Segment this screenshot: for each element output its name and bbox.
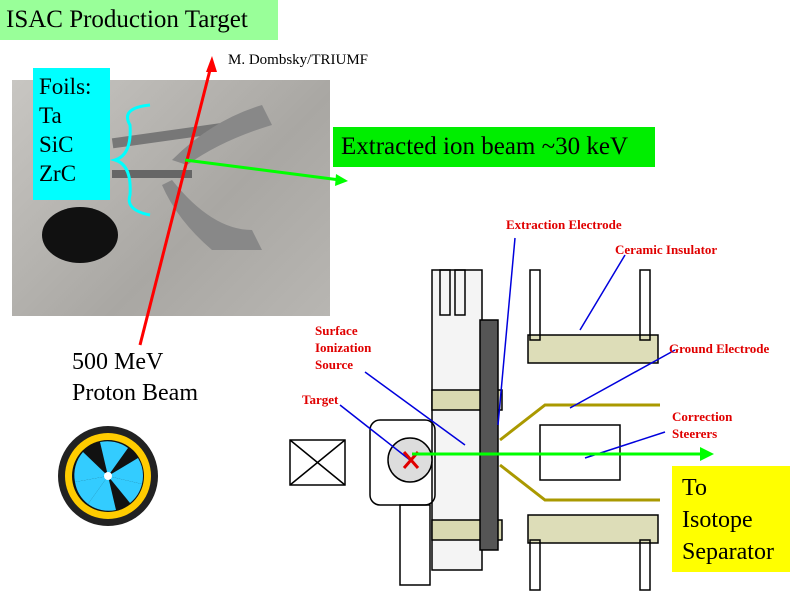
triumf-logo	[58, 426, 158, 526]
photo-drawing	[42, 105, 272, 263]
separator-line: To	[682, 475, 707, 501]
proton-arrowhead	[206, 56, 217, 72]
label-line: Surface	[315, 323, 358, 338]
cap-object	[42, 207, 118, 263]
proton-energy: 500 MeV	[72, 349, 164, 375]
label-extraction-electrode: Extraction Electrode	[506, 217, 622, 232]
target-photo	[12, 80, 330, 316]
proton-text: Proton Beam	[72, 380, 198, 406]
foil-item: ZrC	[39, 161, 77, 186]
foil-brace	[109, 103, 151, 217]
label-line: Ionization	[315, 340, 372, 355]
extracted-beam-arrow	[184, 158, 341, 182]
ion-source-diagram	[289, 269, 660, 591]
separator-line: Isotope	[682, 507, 753, 533]
label-ceramic-insulator: Ceramic Insulator	[615, 242, 718, 257]
foil-item: Ta	[39, 103, 62, 128]
label-line: Source	[315, 357, 354, 372]
label-line: Correction	[672, 409, 733, 424]
foil-item: SiC	[39, 132, 74, 157]
label-correction-steerers: Correction Steerers	[672, 408, 732, 442]
extracted-beam-label: Extracted ion beam ~30 keV	[333, 127, 655, 167]
label-ground-electrode: Ground Electrode	[669, 341, 770, 356]
foils-box: Foils: Ta SiC ZrC	[33, 68, 110, 200]
separator-box: To Isotope Separator	[672, 466, 790, 572]
credit-text: M. Dombsky/TRIUMF	[228, 52, 369, 68]
separator-line: Separator	[682, 539, 774, 565]
proton-beam-arrow	[138, 61, 214, 346]
slide-title: ISAC Production Target	[0, 0, 278, 40]
label-surface-ionization-source: Surface Ionization Source	[315, 322, 371, 373]
label-line: Steerers	[672, 426, 718, 441]
proton-beam-label: 500 MeV Proton Beam	[72, 347, 198, 409]
label-target: Target	[302, 392, 339, 407]
foils-heading: Foils:	[39, 74, 92, 99]
